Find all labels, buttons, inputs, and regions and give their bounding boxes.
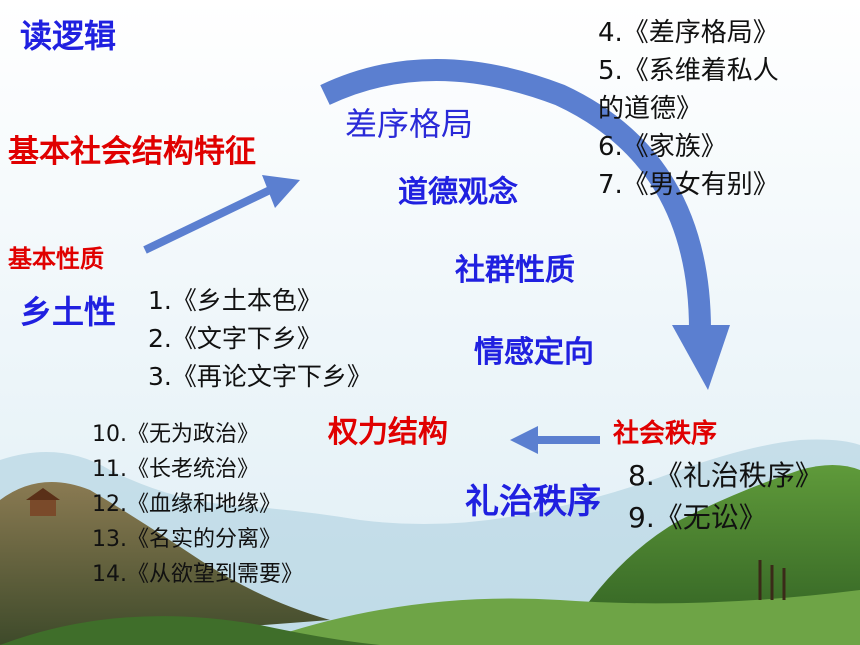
list-item: 1.《乡土本色》 [148, 286, 322, 315]
label-shequn-xingzhi: 社群性质 [455, 253, 575, 288]
chapter-list-bottom-right: 8.《礼治秩序》 9.《无讼》 [628, 462, 823, 546]
list-item: 14.《从欲望到需要》 [92, 562, 303, 587]
list-item: 9.《无讼》 [628, 501, 767, 534]
label-daode-guannian: 道德观念 [398, 175, 518, 210]
diagonal-arrow-head [262, 175, 300, 208]
list-item: 7.《男女有别》 [598, 170, 779, 200]
label-quanli-jiegou: 权力结构 [328, 415, 448, 450]
curved-arrow [320, 59, 711, 331]
label-lizhi-zhixu: 礼治秩序 [465, 482, 601, 522]
label-basic-nature: 基本性质 [8, 245, 104, 273]
label-shehui-zhixu: 社会秩序 [613, 419, 718, 449]
list-item: 的道德》 [598, 94, 703, 124]
label-xiangtuxing: 乡土性 [20, 293, 117, 331]
label-structure-feature: 基本社会结构特征 [8, 134, 256, 170]
list-item: 3.《再论文字下乡》 [148, 362, 372, 391]
page-title: 读逻辑 [20, 17, 117, 55]
list-item: 6.《家族》 [598, 132, 727, 162]
list-item: 2.《文字下乡》 [148, 324, 322, 353]
list-item: 10.《无为政治》 [92, 422, 259, 447]
chapter-list-top-right: 4.《差序格局》 5.《系维着私人 的道德》 6.《家族》 7.《男女有别》 [598, 20, 779, 210]
list-item: 5.《系维着私人 [598, 56, 779, 86]
list-item: 4.《差序格局》 [598, 18, 779, 48]
list-item: 12.《血缘和地缘》 [92, 492, 281, 517]
list-item: 11.《长老统治》 [92, 457, 259, 482]
left-arrow-head [510, 426, 538, 454]
label-chaxugeju: 差序格局 [345, 105, 474, 143]
chapter-list-middle-left: 1.《乡土本色》 2.《文字下乡》 3.《再论文字下乡》 [148, 288, 372, 402]
label-qinggan-dingxiang: 情感定向 [474, 335, 594, 370]
curved-arrow-head [672, 325, 730, 390]
diagonal-arrow-line [143, 186, 272, 254]
list-item: 8.《礼治秩序》 [628, 459, 823, 492]
list-item: 13.《名实的分离》 [92, 527, 281, 552]
chapter-list-bottom-left: 10.《无为政治》 11.《长老统治》 12.《血缘和地缘》 13.《名实的分离… [92, 424, 303, 599]
